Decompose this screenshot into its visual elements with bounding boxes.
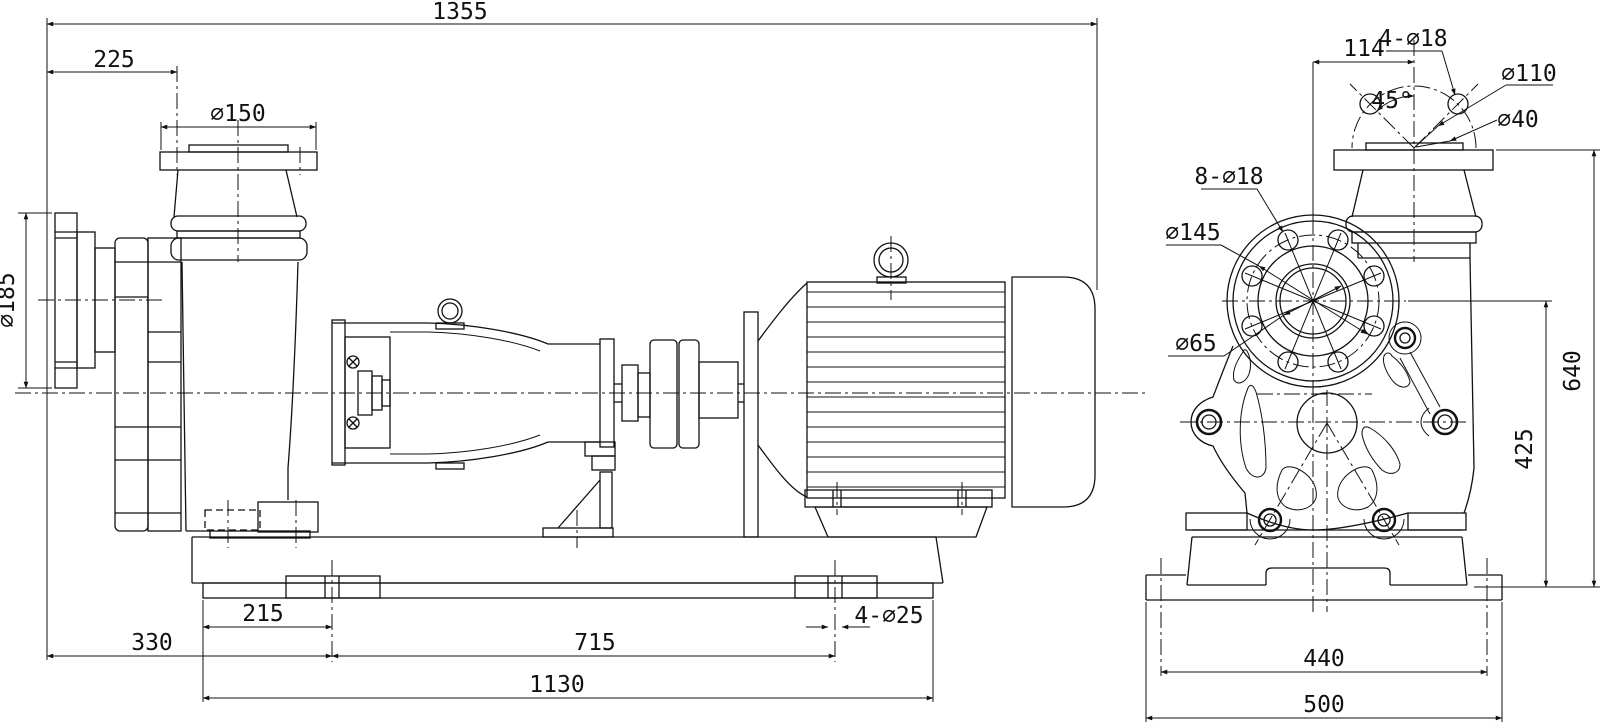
dim-discharge-bolt-circle: ∅110 (1501, 61, 1556, 87)
dim-discharge-flange-od: ∅150 (210, 101, 265, 127)
dim-suction-bolt-circle: ∅145 (1165, 220, 1220, 246)
dim-overall-length: 1355 (432, 0, 487, 25)
leader-d65 (1283, 285, 1342, 316)
fan-cover (1011, 276, 1096, 508)
dim-baseplate-length: 1130 (529, 672, 584, 698)
suction-flange (54, 212, 116, 389)
motor-pedestal (814, 506, 988, 538)
dim-anchor-bolt-span-end: 440 (1303, 646, 1345, 672)
leader-d110 (1437, 84, 1507, 127)
baseplate (191, 536, 944, 599)
dim-suction-to-discharge: 225 (93, 47, 135, 73)
motor-fin-body (806, 281, 1006, 499)
dim-base-width: 500 (1303, 692, 1345, 718)
dim-suction-face-to-bolt: 330 (131, 630, 173, 656)
dim-suction-axis-height: 425 (1512, 428, 1538, 470)
discharge-flange-side (159, 144, 318, 261)
leader-8-d18 (1256, 188, 1284, 233)
dim-suction-bore: ∅65 (1175, 331, 1217, 357)
dim-discharge-bolt-angle: 45° (1371, 88, 1413, 114)
dim-base-edge-to-bolt: 215 (242, 601, 284, 627)
dim-anchor-holes: 4-∅25 (854, 603, 923, 629)
pump-casing-front (114, 237, 299, 532)
leader-4-d18 (1441, 50, 1456, 96)
dim-anchor-bolt-span: 715 (574, 630, 616, 656)
dim-discharge-bore: ∅40 (1497, 107, 1539, 133)
end-base (1145, 536, 1503, 601)
bearing-bracket (331, 298, 616, 538)
motor (743, 242, 1096, 538)
leader-d40 (1449, 119, 1498, 142)
pump-foot (204, 501, 319, 539)
dim-suction-bolt-holes: 8-∅18 (1194, 164, 1263, 190)
dim-discharge-bolt-holes: 4-∅18 (1378, 26, 1447, 52)
anchor-tab-left (285, 575, 381, 599)
anchor-tab-right (794, 575, 878, 599)
dim-suction-flange-od: ∅185 (0, 272, 20, 327)
casing-end (1185, 257, 1475, 540)
dimension-lines (18, 18, 1600, 722)
side-view (54, 144, 1096, 599)
coupling (614, 339, 744, 449)
dim-discharge-offset: 114 (1343, 36, 1385, 62)
web-cutouts (1233, 349, 1411, 511)
frame-support-foot (599, 471, 613, 529)
suction-bolt-holes (1241, 229, 1385, 373)
dim-45deg-arc (1376, 93, 1415, 112)
dim-overall-height: 640 (1560, 350, 1586, 392)
